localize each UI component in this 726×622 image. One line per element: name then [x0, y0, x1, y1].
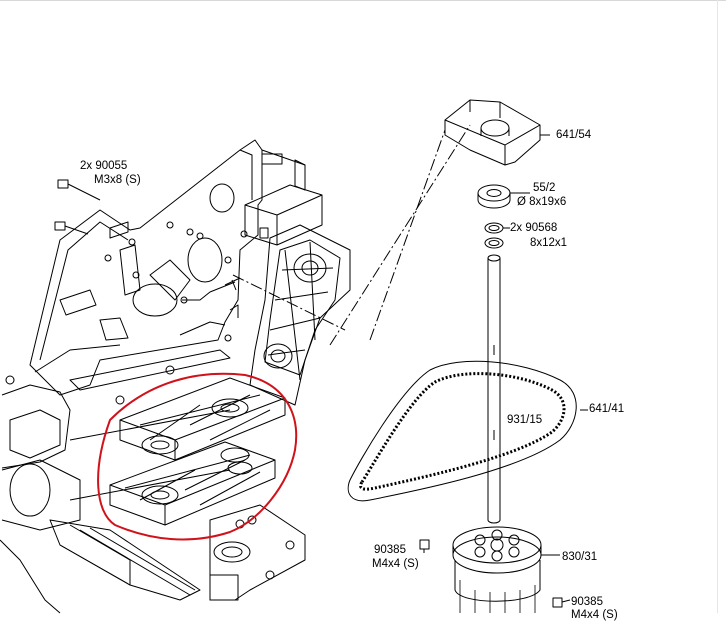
label-belt-part: 641/41 — [589, 403, 625, 415]
label-clamp-part: 641/54 — [556, 129, 592, 141]
side-frame-plate — [29, 139, 306, 396]
bottom-wedge — [49, 519, 201, 601]
washers-90568 — [484, 222, 510, 249]
label-shaft-part: 931/15 — [507, 414, 543, 426]
axis-lines — [232, 124, 471, 346]
left-lower-assembly — [0, 349, 245, 614]
label-bearing-spec: Ø 8x19x6 — [517, 196, 567, 208]
shaft-931-15 — [487, 254, 501, 524]
label-screw-qty: 2x 90055 — [80, 160, 128, 172]
label-pulley-part: 830/31 — [562, 551, 598, 563]
label-washer-spec: 8x12x1 — [530, 237, 568, 249]
timing-belt — [347, 360, 588, 502]
pulley-830-31 — [452, 526, 560, 613]
bearing-plate-upper — [119, 377, 286, 463]
bearing-plate-lower — [109, 441, 276, 526]
label-setscrew-spec: M4x4 (S) — [372, 558, 419, 570]
label-washer-qty: 2x 90568 — [510, 222, 558, 234]
label-screw-spec: M3x8 (S) — [94, 174, 141, 186]
setscrew-90385 — [419, 539, 430, 553]
label-setscrew2-spec: M4x4 (S) — [571, 609, 618, 621]
label-setscrew-part: 90385 — [374, 544, 406, 556]
bottom-mount-plate — [209, 504, 306, 601]
shaft-clamp — [444, 99, 550, 166]
servo-block — [244, 159, 323, 246]
setscrew-90385-b — [552, 597, 571, 608]
screws-90055 — [54, 179, 101, 235]
bearing-55-2 — [477, 184, 530, 209]
label-setscrew2-part: 90385 — [571, 596, 603, 608]
right-edge — [717, 0, 718, 613]
label-bearing-part: 55/2 — [533, 182, 556, 194]
highlight-circle — [97, 372, 298, 541]
top-edge — [0, 0, 726, 1]
rail-frame — [249, 224, 351, 406]
